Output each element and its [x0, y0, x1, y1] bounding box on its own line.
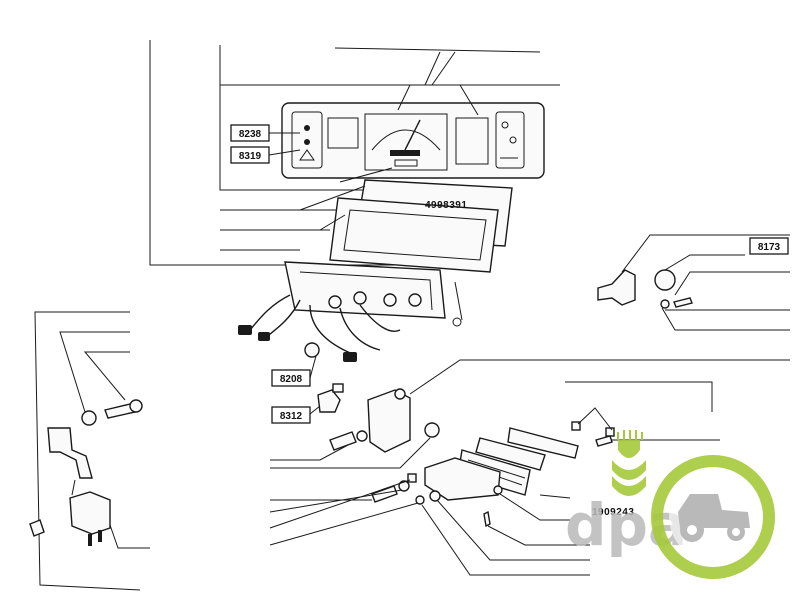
callout-8238: 8238 — [230, 124, 300, 142]
left-bracket-assembly — [29, 311, 150, 591]
callout-8173: 8173 — [749, 237, 789, 255]
socket-assembly — [597, 234, 790, 331]
fasteners — [269, 473, 590, 576]
cluster-housing — [238, 261, 463, 362]
tractor-icon — [651, 455, 775, 579]
watermark-logo: dpa — [565, 430, 775, 579]
instrument-cluster — [281, 84, 545, 183]
callout-8312: 8312 — [271, 405, 321, 424]
wheat-icon — [618, 440, 640, 458]
svg-text:8208: 8208 — [280, 374, 303, 385]
bezel-frames — [299, 179, 513, 273]
callout-8319: 8319 — [230, 146, 301, 164]
svg-text:8173: 8173 — [758, 242, 781, 253]
svg-text:8238: 8238 — [239, 129, 262, 140]
svg-text:8319: 8319 — [239, 151, 262, 162]
part-number-relay-strip: 1909243 — [592, 507, 634, 518]
part-number-bezel: 4998391 — [425, 200, 467, 211]
callout-8208: 8208 — [271, 355, 317, 387]
relay-assembly — [270, 359, 790, 469]
svg-text:8312: 8312 — [280, 411, 303, 422]
